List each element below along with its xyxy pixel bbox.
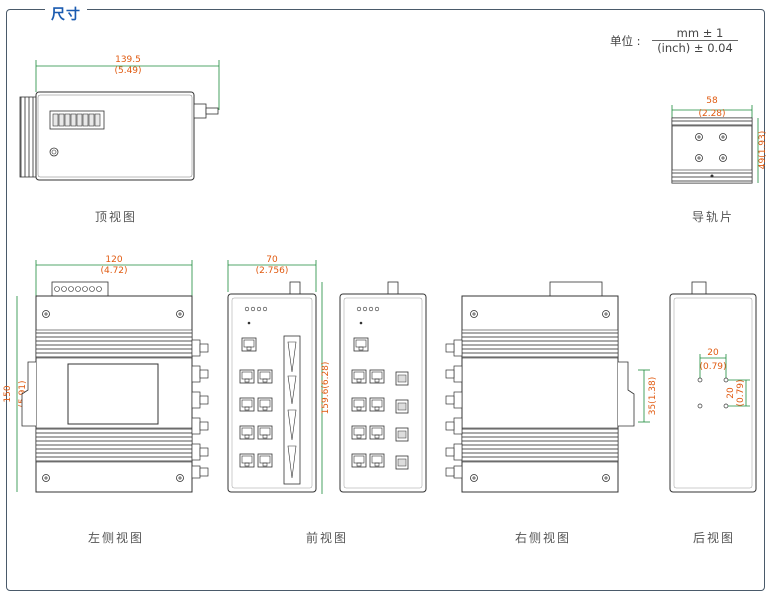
- dim-front-height: 159.6(6.28): [321, 362, 331, 415]
- rail-view: 58 (2.28) 49(1.93): [671, 96, 768, 184]
- dim-top-width: 139.5: [115, 55, 141, 65]
- caption-top-view: 顶视图: [95, 210, 138, 224]
- dim-rail-height: 49(1.93): [758, 131, 768, 170]
- dim-back-hole-h-in: (0.79): [699, 362, 726, 372]
- drawing-frame: 尺寸: [6, 7, 765, 591]
- unit-legend: 单位 : mm ± 1 (inch) ± 0.04: [610, 26, 740, 60]
- dim-front-width-in: (2.756): [256, 266, 289, 276]
- caption-rail: 导轨片: [692, 210, 735, 224]
- unit-numerator: mm ± 1: [676, 26, 724, 40]
- back-view: 20 (0.79) 20 (0.79): [669, 281, 757, 493]
- unit-label: 单位 :: [610, 34, 641, 48]
- right-side-view: 35(1.38): [445, 281, 658, 493]
- dim-left-width-in: (4.72): [100, 266, 127, 276]
- caption-front-view: 前视图: [306, 531, 349, 545]
- dim-back-hole-v: 20: [726, 387, 736, 399]
- dim-rail-width: 58: [706, 96, 718, 106]
- unit-denominator: (inch) ± 0.04: [657, 41, 733, 55]
- dim-back-hole-v-in: (0.79): [736, 379, 746, 406]
- dim-top-width-in: (5.49): [114, 66, 141, 76]
- dim-rail-clip: 35(1.38): [648, 377, 658, 416]
- dim-left-height: 150: [3, 385, 13, 402]
- section-title: 尺寸: [45, 7, 87, 23]
- dim-left-width: 120: [105, 255, 122, 265]
- dim-back-hole-h: 20: [707, 348, 719, 358]
- caption-left-view: 左侧视图: [88, 531, 145, 545]
- top-view: 139.5 (5.49): [19, 55, 220, 181]
- caption-back-view: 后视图: [693, 531, 736, 545]
- unit-fraction-bar: [652, 40, 738, 41]
- front-view-sfp: [339, 281, 427, 493]
- left-side-view: 120 (4.72) 150 (5.91): [3, 255, 209, 493]
- dim-front-width: 70: [266, 255, 278, 265]
- caption-right-view: 右侧视图: [515, 531, 572, 545]
- front-view: 70 (2.756) 159.6(6.28): [227, 255, 331, 494]
- dim-rail-width-in: (2.28): [698, 109, 725, 119]
